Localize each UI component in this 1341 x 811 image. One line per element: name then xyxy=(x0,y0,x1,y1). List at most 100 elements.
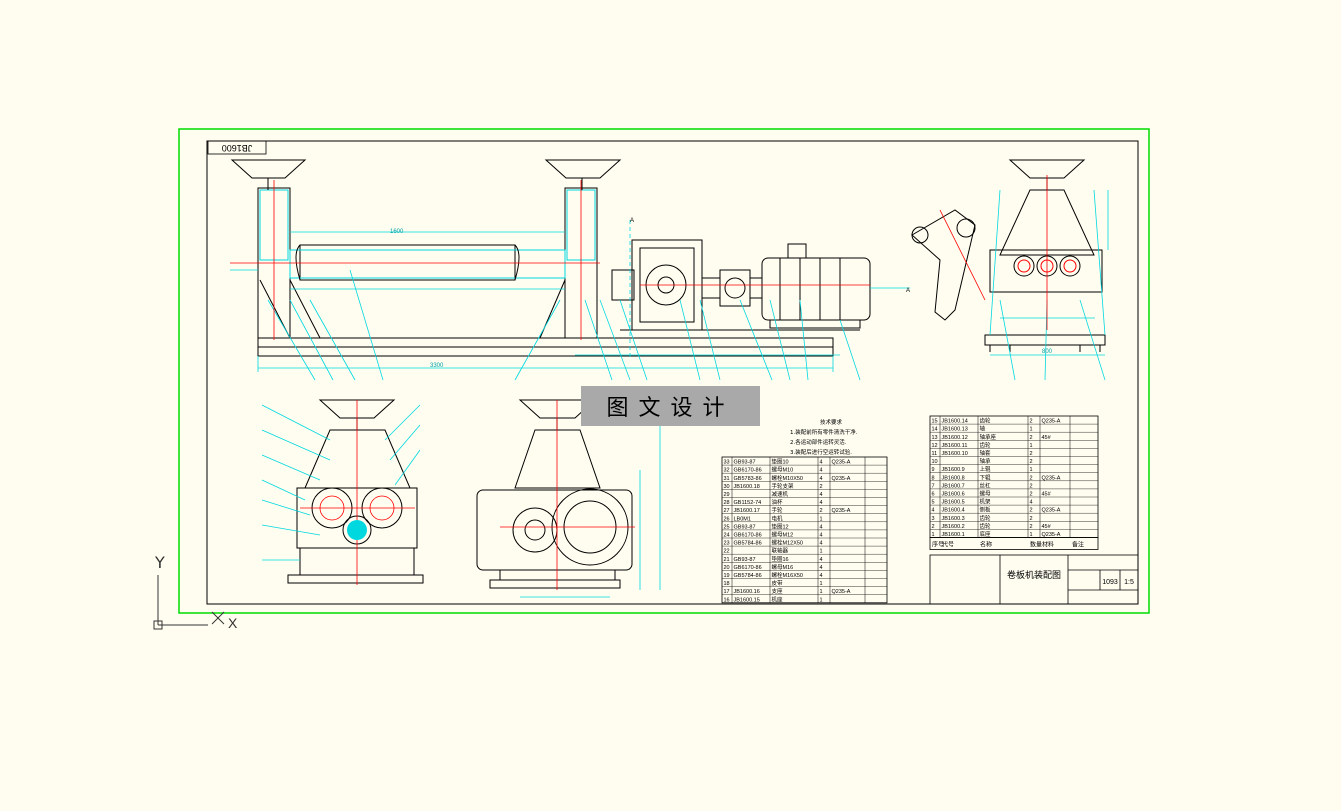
gear-section-centerlines xyxy=(300,400,415,585)
bom-cell: 9 xyxy=(932,467,935,473)
bom-cell: 齿轮 xyxy=(980,514,992,522)
bom-cell: 3 xyxy=(932,516,935,522)
bom-cell: 45# xyxy=(1042,435,1052,441)
bom-header-frame xyxy=(929,537,1099,550)
bom-cell: 1 xyxy=(1030,427,1033,433)
bom-cell: 电机 xyxy=(772,514,784,522)
bom-cell: Q235-A xyxy=(832,460,851,466)
bom-cell: JB1600.7 xyxy=(942,483,965,489)
bom-cell: 2 xyxy=(1030,492,1033,498)
bom-cell: 螺母M10 xyxy=(772,466,794,474)
bom-cell: Q235-A xyxy=(832,589,851,595)
bom-cell: 13 xyxy=(932,435,938,441)
bom-cell: 联轴器 xyxy=(772,547,789,555)
main-front-view xyxy=(230,159,871,357)
bom-cell: 4 xyxy=(820,524,823,530)
bom-cell: 螺母M12 xyxy=(772,531,794,539)
ucs-icon xyxy=(153,575,225,630)
bom-cell: 28 xyxy=(724,500,730,506)
bom-cell: 4 xyxy=(820,541,823,547)
bom-cell: 4 xyxy=(820,500,823,506)
bom-cell: 4 xyxy=(1030,500,1033,506)
title-block-title: 卷板机装配图 xyxy=(1007,569,1061,581)
bom-cell: JB1600.5 xyxy=(942,500,965,506)
right-view-centerlines xyxy=(939,175,1048,330)
bom-cell: 10 xyxy=(932,459,938,465)
title-block-scale: 1:5 xyxy=(1124,579,1134,586)
bom-header-cell: 代号 xyxy=(942,541,954,549)
dimension-main-total: 3300 xyxy=(430,363,444,369)
bom-cell: 机座 xyxy=(772,595,784,603)
bom-cell: 螺栓M12X50 xyxy=(772,539,804,547)
bom-cell: 2 xyxy=(1030,524,1033,530)
bom-cell: 轴承 xyxy=(980,457,992,465)
bom-cell: LB0M1 xyxy=(734,516,751,522)
bom-cell: 16 xyxy=(724,597,730,603)
bom-cell: JB1600.14 xyxy=(942,419,968,425)
ucs-y-label: Y xyxy=(155,553,165,572)
bom-cell: 1 xyxy=(820,516,823,522)
bom-cell: 支座 xyxy=(772,587,784,595)
bom-cell: 4 xyxy=(820,565,823,571)
bom-cell: JB1600.15 xyxy=(734,597,760,603)
bom-cell: JB1600.12 xyxy=(942,435,968,441)
bom-header-cell: 名称 xyxy=(980,541,992,549)
bom-cell: 25 xyxy=(724,524,730,530)
dimension-main-length: 1600 xyxy=(390,229,404,235)
bom-cell: 垫圈12 xyxy=(772,522,789,530)
bom-cell: 27 xyxy=(724,508,730,514)
drawing-tag-label: JB1600 xyxy=(222,143,253,153)
bom-cell: 下辊 xyxy=(980,473,992,481)
bom-cell: JB1600.8 xyxy=(942,475,965,481)
dimension-side-width: 800 xyxy=(1042,349,1053,355)
bom-cell: GB6170-86 xyxy=(734,533,762,539)
bom-cell: 4 xyxy=(820,468,823,474)
main-view-centerlines xyxy=(230,180,870,340)
bom-cell: JB1600.1 xyxy=(942,532,965,538)
bom-cell: 22 xyxy=(724,549,730,555)
bom-header-cell: 备注 xyxy=(1072,541,1084,549)
gearbox-dimensions xyxy=(520,420,661,598)
bom-cell: 1 xyxy=(820,589,823,595)
gearbox-centerlines xyxy=(500,400,635,590)
bom-cell: 21 xyxy=(724,557,730,563)
bom-cell: Q235-A xyxy=(1042,508,1061,514)
bom-cell: JB1600.2 xyxy=(942,524,965,530)
ucs-x-label: X xyxy=(228,615,238,631)
bom-cell: 30 xyxy=(724,484,730,490)
title-block-drawing-number: 1093 xyxy=(1102,579,1118,586)
bom-cell: 上辊 xyxy=(980,465,992,473)
bom-cell: 螺母 xyxy=(980,490,992,498)
bom-cell: JB1600.3 xyxy=(942,516,965,522)
bom-cell: GB93-87 xyxy=(734,557,756,563)
bom-cell: 14 xyxy=(932,427,938,433)
bom-cell: Q235-A xyxy=(832,508,851,514)
bom-cell: 2 xyxy=(820,484,823,490)
drawing-tag-box xyxy=(207,140,267,155)
bom-cell: 1 xyxy=(1030,467,1033,473)
bom-header-cell: 序号 xyxy=(932,541,944,549)
bom-cell: 45# xyxy=(1042,492,1052,498)
technical-requirements: 技术要求1.装配前所有零件清洗干净.2.各运动部件运转灵活.3.装配后进行空运转… xyxy=(790,418,858,456)
bom-cell: 19 xyxy=(724,573,730,579)
bom-cell: 2 xyxy=(1030,508,1033,514)
bom-cell: 1 xyxy=(1030,443,1033,449)
bom-cell: 4 xyxy=(820,476,823,482)
bom-cell: 2 xyxy=(1030,419,1033,425)
bom-cell: 螺栓M10X50 xyxy=(772,474,804,482)
main-view-dimensions xyxy=(230,220,910,381)
bom-cell: 4 xyxy=(820,492,823,498)
bom-cell: 1 xyxy=(820,581,823,587)
gear-section-view xyxy=(287,399,424,584)
bom-cell: 24 xyxy=(724,533,730,539)
bom-cell: JB1600.4 xyxy=(942,508,965,514)
bom-cell: 皮带 xyxy=(772,579,784,587)
bom-cell: 轴 xyxy=(980,425,986,433)
bom-cell: GB1152-74 xyxy=(734,500,762,506)
right-view-construction xyxy=(989,189,1109,381)
bom-cell: 33 xyxy=(724,460,730,466)
bom-cell: 螺栓M16X50 xyxy=(772,571,804,579)
bom-cell: 齿轮 xyxy=(980,417,992,425)
bom-cell: GB5784-86 xyxy=(734,541,762,547)
